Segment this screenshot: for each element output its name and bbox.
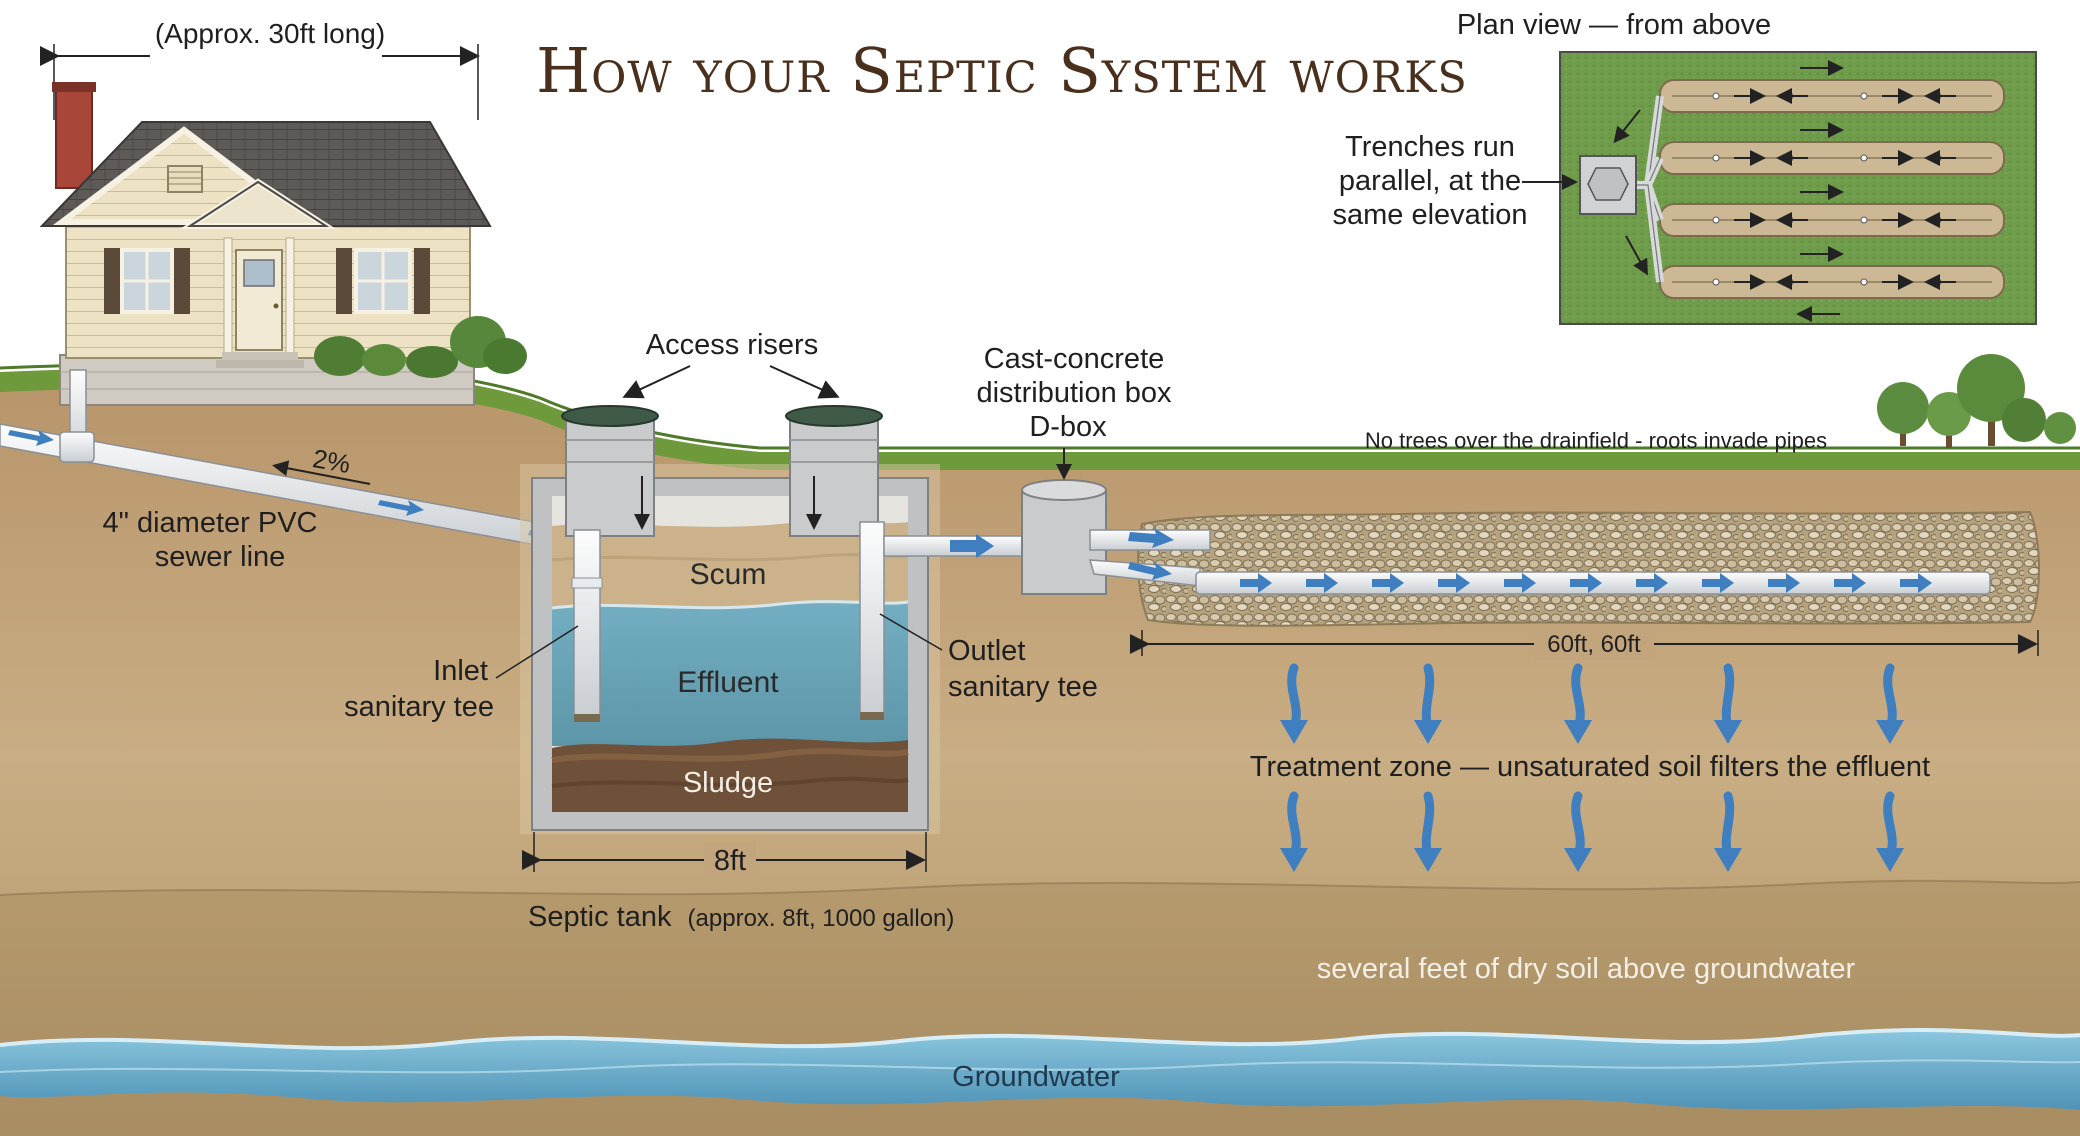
percolation-arrow	[1876, 791, 1904, 872]
sewer-slope-label: 2%	[310, 443, 352, 479]
pipe-flow-arrow	[1372, 573, 1404, 593]
septic-tank: Scum Effluent Sludge Access risers	[344, 329, 1098, 933]
trees	[1877, 354, 2076, 448]
percolation-arrow	[1280, 663, 1308, 744]
percolation-arrow	[1564, 791, 1592, 872]
soil-layers	[0, 361, 2080, 1136]
sludge-label: Sludge	[683, 767, 773, 799]
tank-caption: Septic tank (approx. 8ft, 1000 gallon)	[528, 901, 954, 933]
page-title: How your Septic System works	[536, 34, 1468, 107]
inlet-label-1: Inlet	[433, 655, 488, 687]
plan-note-2: parallel, at the	[1339, 165, 1521, 197]
sewer-line-label-1: 4" diameter PVC	[103, 507, 318, 539]
dry-soil-label: several feet of dry soil above groundwat…	[1317, 953, 1856, 985]
percolation-arrow	[1414, 791, 1442, 872]
pipe-flow-arrow	[1702, 573, 1734, 593]
outlet-tee	[859, 521, 1035, 720]
drainfield-length-label: 60ft, 60ft	[1547, 631, 1641, 658]
pipe-flow-arrow	[1834, 573, 1866, 593]
pipe-flow-arrow	[1306, 573, 1338, 593]
dbox-label-1: Cast-concrete	[984, 343, 1165, 375]
pipe-flow-arrow	[1504, 573, 1536, 593]
tank-width-label: 8ft	[714, 845, 746, 877]
percolation-arrow	[1714, 663, 1742, 744]
slope-arrow	[272, 460, 371, 485]
inlet-label-2: sanitary tee	[344, 691, 494, 723]
tank-caption-detail: (approx. 8ft, 1000 gallon)	[688, 905, 955, 932]
house: (Approx. 30ft long)	[39, 18, 527, 461]
drainfield-warning: No trees over the drainfield - roots inv…	[1365, 428, 1827, 453]
access-riser-left	[561, 405, 659, 537]
pipe-flow-arrow	[1438, 573, 1470, 593]
plan-note-3: same elevation	[1332, 199, 1527, 231]
plan-trench	[1636, 181, 2005, 299]
plan-trenches	[1613, 60, 2005, 322]
percolation-arrow	[1414, 663, 1442, 744]
pipe-flow-arrow	[1570, 573, 1602, 593]
scum-label: Scum	[690, 558, 767, 591]
pipe-flow-arrow	[1900, 573, 1932, 593]
groundwater-label: Groundwater	[952, 1061, 1120, 1093]
effluent-label: Effluent	[677, 666, 779, 699]
outlet-label-2: sanitary tee	[948, 671, 1098, 703]
plan-view: Plan view — from above Trenches run para…	[1332, 9, 2037, 325]
percolation-arrow	[1280, 791, 1308, 872]
sewer-line-label-2: sewer line	[155, 541, 286, 573]
distribution-box: Cast-concrete distribution box D-box	[976, 343, 1172, 595]
access-risers-label: Access risers	[646, 329, 818, 361]
percolation-arrow	[1564, 663, 1592, 744]
pipe-flow-arrows	[1240, 573, 1932, 593]
access-riser-right	[785, 405, 883, 537]
drainfield: No trees over the drainfield - roots inv…	[1088, 428, 2040, 985]
chimney	[55, 87, 93, 189]
percolation-arrows	[1280, 663, 1904, 872]
pipe-flow-arrow	[1636, 573, 1668, 593]
treatment-zone-label: Treatment zone — unsaturated soil filter…	[1250, 751, 1930, 783]
gravel-bed	[1137, 510, 2040, 627]
percolation-arrow	[1714, 791, 1742, 872]
tank-caption-main: Septic tank	[528, 901, 672, 933]
dbox-label-2: distribution box	[976, 377, 1172, 409]
plan-trench	[1636, 181, 2005, 237]
dbox-label-3: D-box	[1029, 411, 1107, 443]
inlet-tee	[571, 529, 603, 722]
window-right	[336, 248, 430, 314]
outlet-label-1: Outlet	[948, 635, 1025, 667]
window-left	[104, 248, 190, 314]
groundwater: Groundwater	[0, 1028, 2080, 1110]
house-length-label: (Approx. 30ft long)	[155, 18, 385, 49]
plan-view-title: Plan view — from above	[1457, 9, 1771, 41]
pipe-flow-arrow	[1768, 573, 1800, 593]
pipe-flow-arrow	[1240, 573, 1272, 593]
percolation-arrow	[1876, 663, 1904, 744]
plan-note-1: Trenches run	[1345, 131, 1515, 163]
